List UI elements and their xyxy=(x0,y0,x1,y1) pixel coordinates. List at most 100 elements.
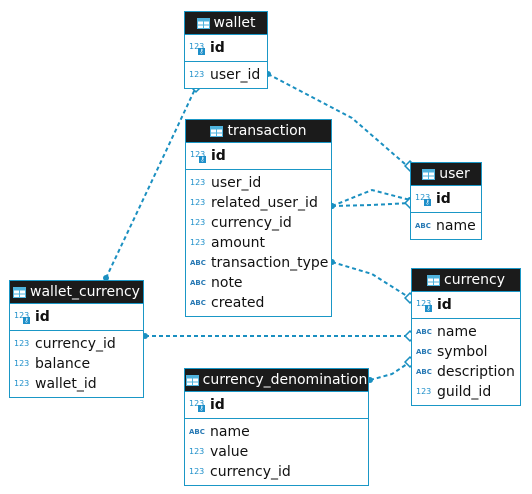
text-type-icon: ABC xyxy=(416,347,432,356)
column-name: name xyxy=(436,218,476,234)
column-row[interactable]: 123 related_user_id xyxy=(190,193,331,213)
numeric-type-icon: 123 xyxy=(190,178,206,187)
primary-key-icon: 123⚷ xyxy=(415,193,431,206)
primary-key-icon: 123⚷ xyxy=(189,399,205,412)
numeric-type-icon: 123 xyxy=(190,198,206,207)
primary-key-name: id xyxy=(211,148,226,164)
numeric-type-icon: 123 xyxy=(189,447,205,456)
column-row[interactable]: ABC name xyxy=(416,322,520,342)
column-row[interactable]: 123 currency_id xyxy=(189,462,368,482)
column-row[interactable]: ABC transaction_type xyxy=(190,253,331,273)
column-row[interactable]: ABC symbol xyxy=(416,342,520,362)
column-name: wallet_id xyxy=(35,376,97,392)
column-row[interactable]: 123 user_id xyxy=(190,173,331,193)
table-icon xyxy=(422,168,436,180)
table-icon xyxy=(427,274,440,286)
entity-title: currency_denomination xyxy=(202,372,368,388)
column-name: amount xyxy=(211,235,266,251)
entity-title: user xyxy=(439,166,470,182)
relation-end-dot xyxy=(103,275,109,281)
column-name: note xyxy=(211,275,243,291)
column-name: related_user_id xyxy=(211,195,318,211)
entity-wallet[interactable]: wallet 123⚷ id 123 user_id xyxy=(184,11,268,89)
text-type-icon: ABC xyxy=(416,367,432,376)
entity-header[interactable]: user xyxy=(411,163,481,186)
column-name: currency_id xyxy=(210,464,291,480)
column-row[interactable]: 123 user_id xyxy=(189,65,267,85)
primary-key-row[interactable]: 123⚷ id xyxy=(185,392,368,419)
primary-key-icon: 123⚷ xyxy=(190,150,206,163)
primary-key-name: id xyxy=(210,397,225,413)
numeric-type-icon: 123 xyxy=(189,467,205,476)
primary-key-row[interactable]: 123⚷ id xyxy=(185,35,267,62)
text-type-icon: ABC xyxy=(416,327,432,336)
numeric-type-icon: 123 xyxy=(189,70,205,79)
column-name: symbol xyxy=(437,344,488,360)
entity-header[interactable]: currency xyxy=(412,269,520,292)
text-type-icon: ABC xyxy=(415,221,431,230)
column-row[interactable]: ABC name xyxy=(415,216,481,236)
primary-key-name: id xyxy=(436,191,451,207)
edge-transaction-related-user[interactable] xyxy=(329,196,417,210)
numeric-type-icon: 123 xyxy=(190,238,206,247)
column-name: name xyxy=(437,324,477,340)
primary-key-name: id xyxy=(210,40,225,56)
column-row[interactable]: ABC created xyxy=(190,293,331,313)
column-name: created xyxy=(211,295,265,311)
primary-key-icon: 123⚷ xyxy=(189,42,205,55)
text-type-icon: ABC xyxy=(190,258,206,267)
column-row[interactable]: ABC note xyxy=(190,273,331,293)
column-name: guild_id xyxy=(437,384,492,400)
column-row[interactable]: 123 value xyxy=(189,442,368,462)
edge-wallet-currency-currency[interactable] xyxy=(142,329,417,343)
edge-transaction-currency[interactable] xyxy=(329,259,417,305)
entity-header[interactable]: wallet_currency xyxy=(10,281,143,304)
column-row[interactable]: ABC name xyxy=(189,422,368,442)
numeric-type-icon: 123 xyxy=(14,379,30,388)
entity-transaction[interactable]: transaction 123⚷ id 123 user_id 123 related_us… xyxy=(185,119,332,317)
entity-header[interactable]: currency_denomination xyxy=(185,369,368,392)
primary-key-row[interactable]: 123⚷id xyxy=(412,292,520,319)
table-icon xyxy=(196,17,210,29)
column-row[interactable]: 123 amount xyxy=(190,233,331,253)
entity-header[interactable]: transaction xyxy=(186,120,331,143)
entity-header[interactable]: wallet xyxy=(185,12,267,35)
entity-title: currency xyxy=(444,272,505,288)
column-name: transaction_type xyxy=(211,255,329,271)
text-type-icon: ABC xyxy=(189,427,205,436)
column-name: user_id xyxy=(210,67,261,83)
entity-title: wallet xyxy=(213,15,256,31)
primary-key-row[interactable]: 123⚷ id xyxy=(411,186,481,213)
column-name: value xyxy=(210,444,249,460)
column-row[interactable]: 123 wallet_id xyxy=(14,374,143,394)
primary-key-row[interactable]: 123⚷ id xyxy=(186,143,331,170)
column-list: 123 user_id xyxy=(185,62,267,88)
column-name: user_id xyxy=(211,175,262,191)
column-name: currency_id xyxy=(211,215,292,231)
column-list: ABC name 123 value 123 currency_id xyxy=(185,419,368,485)
column-row[interactable]: 123 currency_id xyxy=(190,213,331,233)
column-list: ABC name xyxy=(411,213,481,239)
primary-key-icon: 123⚷ xyxy=(416,299,432,312)
numeric-type-icon: 123 xyxy=(14,339,30,348)
table-icon xyxy=(185,374,199,386)
text-type-icon: ABC xyxy=(190,298,206,307)
primary-key-row[interactable]: 123⚷id xyxy=(10,304,143,331)
primary-key-icon: 123⚷ xyxy=(14,311,30,324)
entity-title: wallet_currency xyxy=(30,284,140,300)
column-name: name xyxy=(210,424,250,440)
text-type-icon: ABC xyxy=(190,278,206,287)
column-name: balance xyxy=(35,356,91,372)
edge-denomination-currency[interactable] xyxy=(367,355,417,383)
numeric-type-icon: 123 xyxy=(190,218,206,227)
